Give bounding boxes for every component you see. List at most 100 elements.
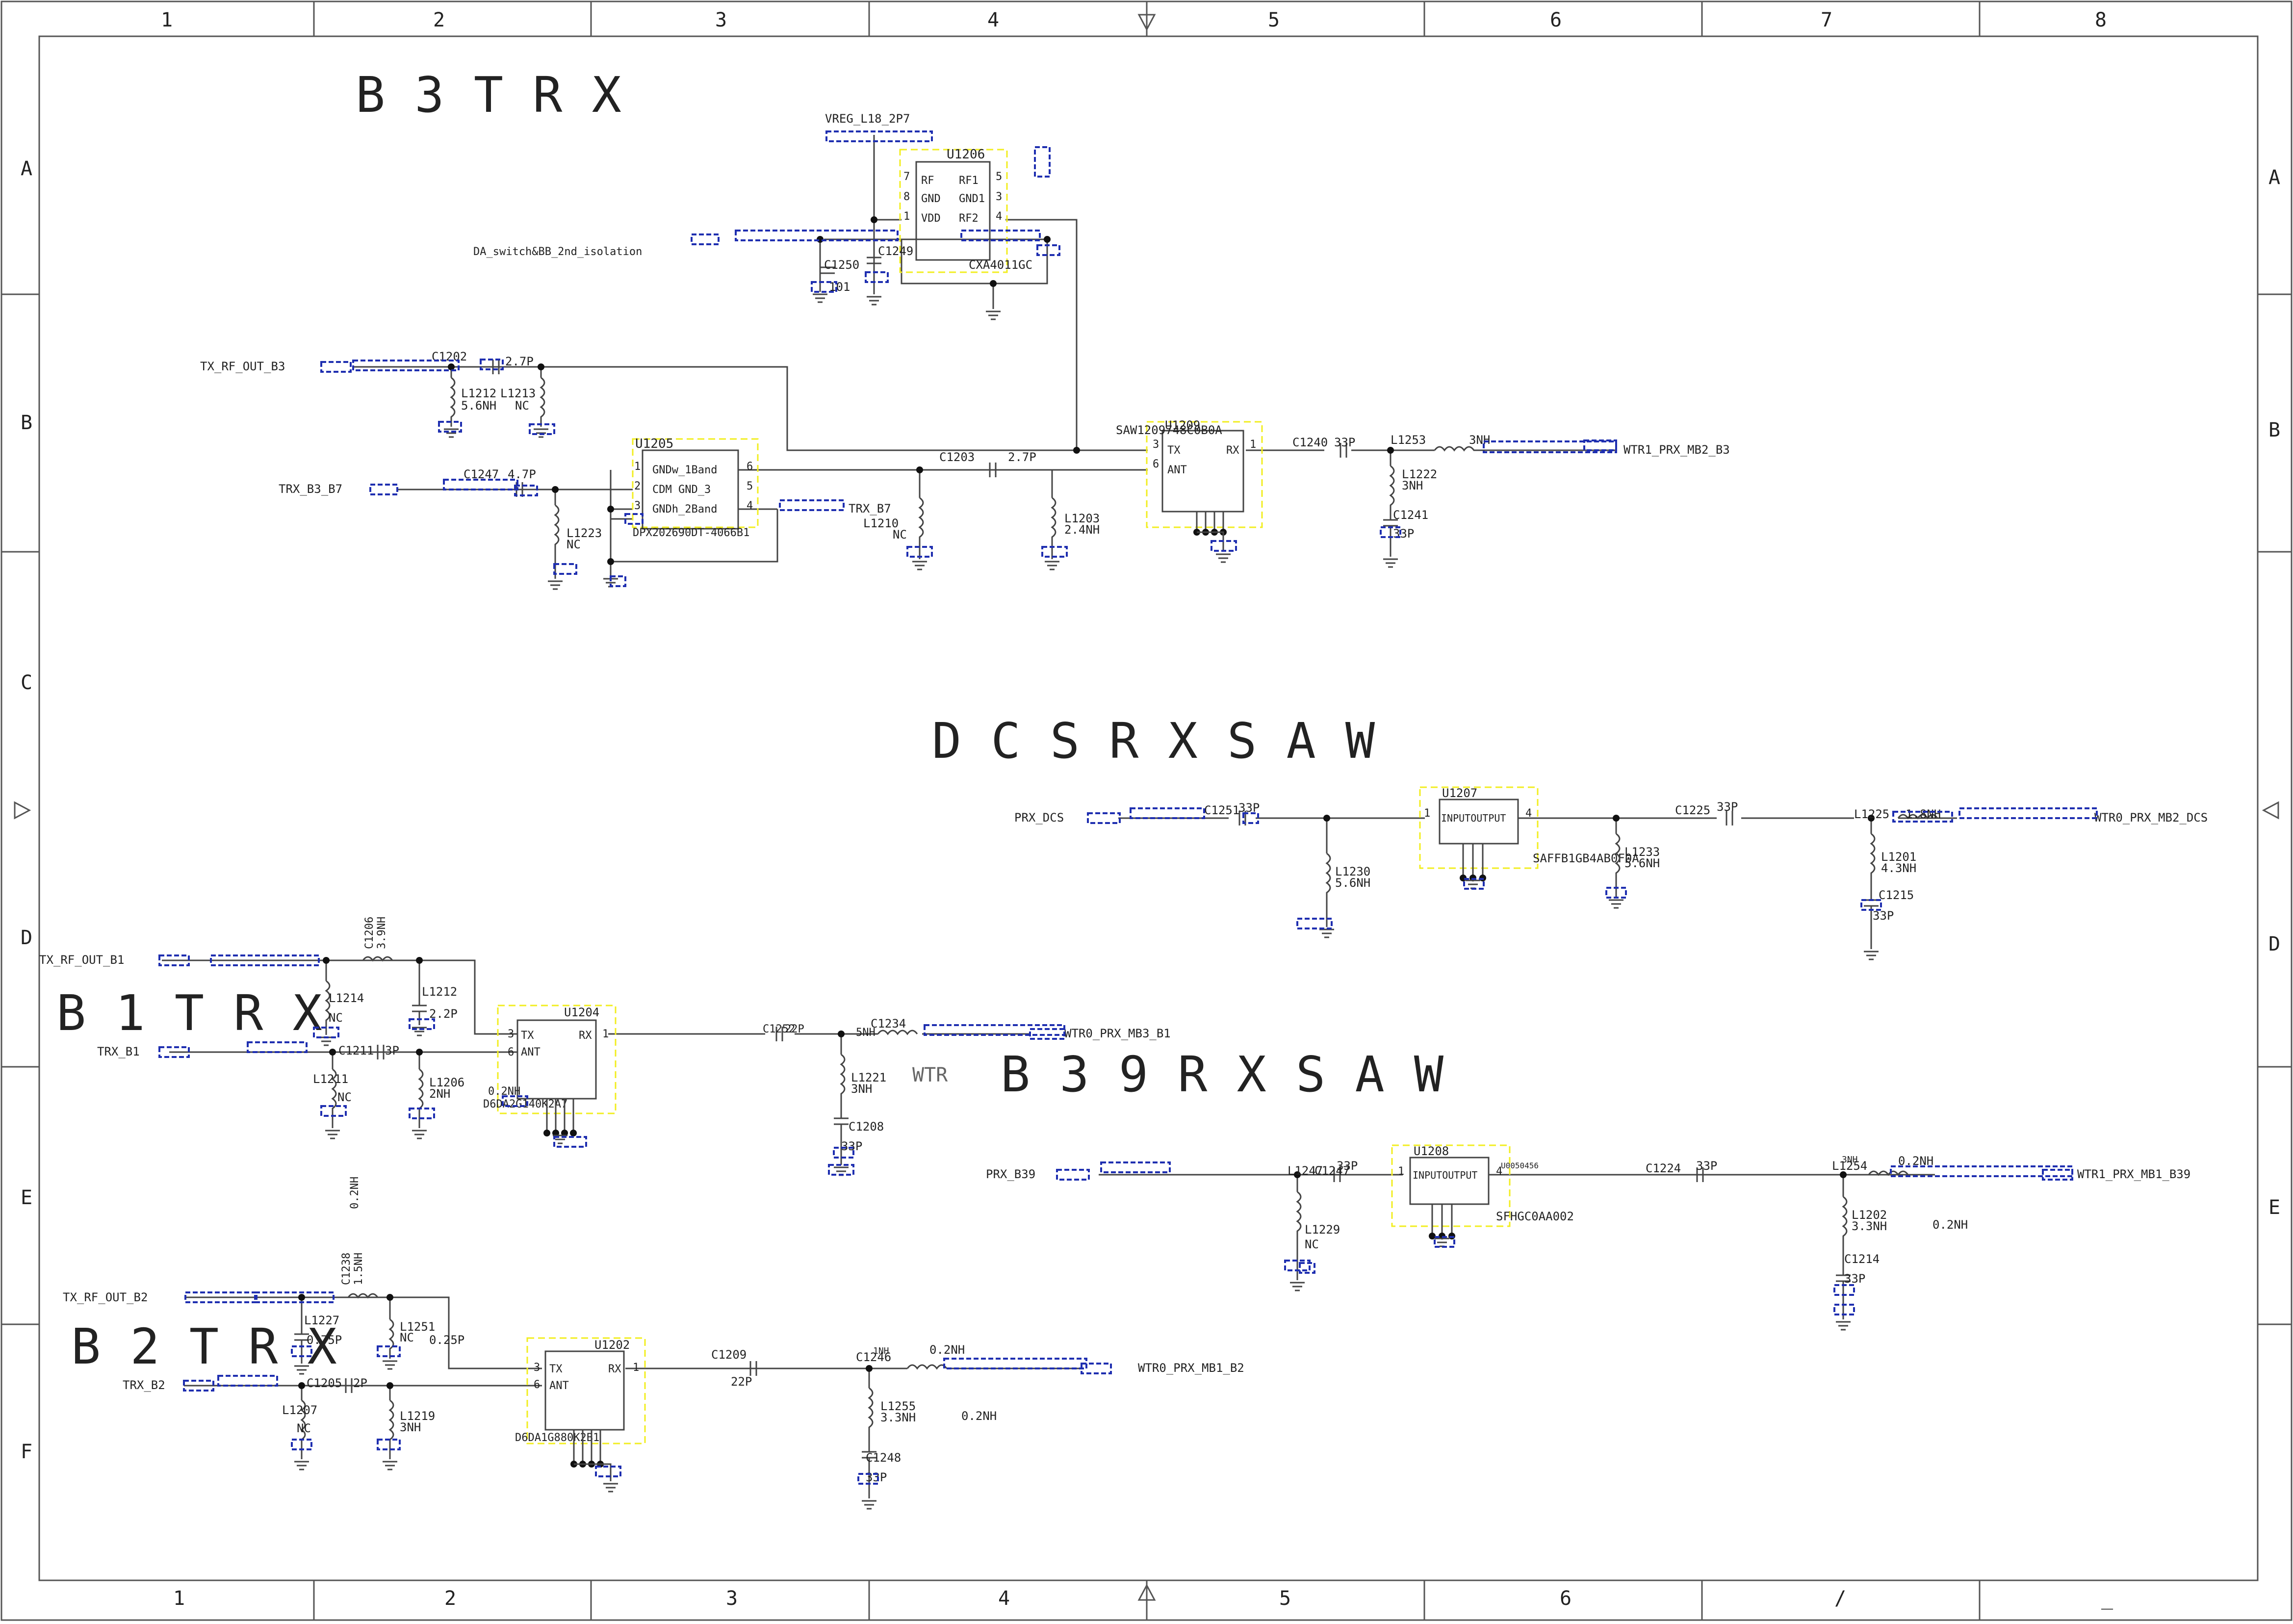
capacitor-c1214[interactable]: C1214 33P [1836, 1248, 1880, 1319]
inductor-l1201[interactable]: L1201 4.3NH [1870, 833, 1916, 883]
part-ref: L1253 [1391, 433, 1426, 447]
inductor-l1251[interactable]: L1251 NC [388, 1318, 435, 1359]
capacitor-c1249[interactable]: C1249 [867, 244, 913, 264]
pad-marker [1892, 811, 1953, 823]
inductor-l1247[interactable]: L1247 [1288, 1164, 1323, 1178]
inductor-l1230[interactable]: L1230 5.6NH [1325, 852, 1370, 927]
part-ref: C1211 [338, 1044, 374, 1057]
inductor-l1233[interactable]: L1233 5.6NH [1615, 833, 1660, 898]
inductor-l1210[interactable]: L1210 NC [863, 497, 924, 559]
capacitor-c1225[interactable]: C1225 33P [1675, 800, 1738, 825]
capacitor-c1247[interactable]: C1247 4.7P [464, 467, 536, 497]
ground-icon [1383, 558, 1398, 568]
pad-marker [1211, 540, 1237, 552]
part-ref: L1203 [1064, 512, 1100, 525]
part-ref: C1208 [849, 1120, 884, 1134]
capacitor-c1241[interactable]: C1241 33P [1383, 508, 1428, 557]
pad-marker [624, 513, 644, 525]
capacitor-c1250[interactable]: C1250 101 [820, 258, 859, 294]
inductor-l1207[interactable]: L1207 NC [282, 1399, 317, 1459]
capacitor-c1215[interactable]: C1215 33P [1864, 883, 1914, 949]
inductor-l1254[interactable]: L1254 3NH 0.2NH [1832, 1154, 1933, 1176]
chip-u1202[interactable]: U1202 D6DA1G880K2B1 3 1 6 TX RX ANT [515, 1337, 646, 1481]
part-ref: L1221 [851, 1071, 886, 1084]
capacitor-c1211[interactable]: C1211 3P [338, 1044, 399, 1059]
pin-num: 5 [747, 480, 753, 492]
part-ref: C1225 [1675, 803, 1710, 817]
inductor-l1223[interactable]: L1223 NC [554, 504, 602, 579]
inductor-l1206[interactable]: L1206 2NH [418, 1068, 464, 1128]
inductor-l1211[interactable]: L1211 NC [313, 1068, 352, 1128]
capacitor-c1205[interactable]: C1205 2P [307, 1376, 367, 1393]
inductor-l1221[interactable]: L1221 3NH [840, 1054, 886, 1118]
pad-marker [291, 1439, 312, 1450]
pin-num: 7 [903, 171, 910, 183]
capacitor-c1251[interactable]: C1251 33P [1204, 801, 1260, 825]
dcs-rx-saw-section: U1207 1 4 INPUTOUTPUT SAFFB1GB4AB0F0A C1… [1014, 786, 2208, 949]
part-value: 33P [1696, 1159, 1717, 1173]
capacitor-c1224[interactable]: C1224 33P [1646, 1159, 1717, 1182]
chip-u1204[interactable]: U1204 D6DA2G140K2A7 3 1 6 TX RX ANT [483, 1005, 617, 1136]
capacitor-c1203[interactable]: C1203 2.7P [939, 450, 1036, 477]
inductor-l1229[interactable]: L1229 NC [1296, 1191, 1340, 1280]
chip-u1205[interactable]: U1205 DPX202690DT-4066B1 1 2 3 6 5 4 GND… [632, 437, 759, 539]
inductor-l1203[interactable]: L1203 2.4NH [1051, 497, 1100, 559]
pad-marker [865, 271, 889, 283]
chip-part: D6DA2G140K2A7 [483, 1098, 567, 1110]
inductor-l1255[interactable]: L1255 3.3NH [868, 1387, 916, 1452]
pin-num: 1 [1398, 1165, 1404, 1178]
net-tx-rf-out-b3: TX_RF_OUT_B3 [200, 360, 285, 373]
inductor-l1214[interactable]: L1214 NC [325, 980, 364, 1035]
inductor-l1253[interactable]: L1253 3NH [1391, 433, 1511, 452]
inductor-l1219[interactable]: L1219 3NH [388, 1399, 435, 1459]
capacitor-c1247-b39[interactable]: C1247 33P [1314, 1159, 1358, 1182]
capacitor-c1240[interactable]: C1240 33P [1292, 436, 1355, 458]
chip-u1209[interactable]: SAW1209748C0B0A U1209 3 1 6 TX RX ANT [1116, 418, 1263, 552]
part-ref: L1202 [1852, 1208, 1887, 1222]
pad-marker [291, 1345, 312, 1357]
part-value: 5.6NH [1335, 876, 1370, 890]
part-ref: L1212 [461, 387, 496, 400]
pad-marker [514, 485, 538, 496]
row-label: A [2268, 166, 2280, 189]
part-value: 3.3NH [880, 1411, 916, 1424]
part-value: 3NH [1402, 479, 1423, 492]
part-ref: L1219 [400, 1409, 435, 1423]
part-value: 33P [1873, 909, 1894, 923]
part-value: 3.9NH [376, 917, 388, 949]
part-ref: C1248 [866, 1451, 901, 1465]
ground-icon [294, 1461, 309, 1470]
chip-part: SAW1209748C0B0A [1116, 423, 1222, 437]
inductor-c1234[interactable]: C1234 5NH [856, 1017, 918, 1039]
capacitor-l1227[interactable]: L1227 0.75P [294, 1314, 342, 1364]
chip-u1207[interactable]: U1207 1 4 INPUTOUTPUT SAFFB1GB4AB0F0A [1419, 786, 1639, 881]
part-value: 2.7P [1008, 450, 1036, 464]
part-value: NC [893, 528, 907, 541]
part-value: NC [515, 399, 529, 412]
part-value: 5.6NH [1624, 856, 1660, 870]
capacitor-c1252[interactable]: C1252 22P [763, 1023, 804, 1041]
inductor-l1212-b3[interactable]: L1212 5.6NH [450, 377, 496, 427]
inductor-l1213[interactable]: L1213 NC [500, 377, 545, 427]
pad-marker [1605, 887, 1627, 899]
inductor-l1202[interactable]: L1202 3.3NH [1842, 1196, 1887, 1248]
inductor-l1225[interactable]: L1225 1.8NH [1854, 807, 1941, 821]
chip-note: U0050456 [1501, 1161, 1539, 1170]
ground-icon [553, 1134, 567, 1144]
col-label: 4 [987, 9, 999, 31]
capacitor-c1209[interactable]: C1209 22P [711, 1348, 757, 1389]
note-n2: 0.25P [429, 1333, 464, 1347]
inductor-c1206[interactable]: C1206 3.9NH [362, 917, 393, 962]
inductor-c1246[interactable]: C1246 1NH 0.2NH [856, 1343, 965, 1370]
pin-num: 8 [903, 191, 910, 203]
pad-marker [1483, 440, 1617, 453]
capacitor-c1208[interactable]: C1208 33P [834, 1117, 884, 1165]
capacitor-c1248[interactable]: C1248 33P [862, 1451, 901, 1498]
inductor-l1222[interactable]: L1222 3NH [1389, 465, 1437, 510]
col-label: 4 [998, 1587, 1010, 1610]
inductor-c1238[interactable]: C1238 1.5NH [340, 1253, 379, 1299]
chip-u1208[interactable]: U1208 U0050456 1 4 INPUTOUTPUT SFHGC0AA0… [1391, 1144, 1574, 1239]
part-value: 3P [385, 1044, 399, 1057]
chip-u1206[interactable]: U1206 CXA4011GC 7 8 1 5 3 4 RF GND VDD R… [899, 147, 1032, 273]
